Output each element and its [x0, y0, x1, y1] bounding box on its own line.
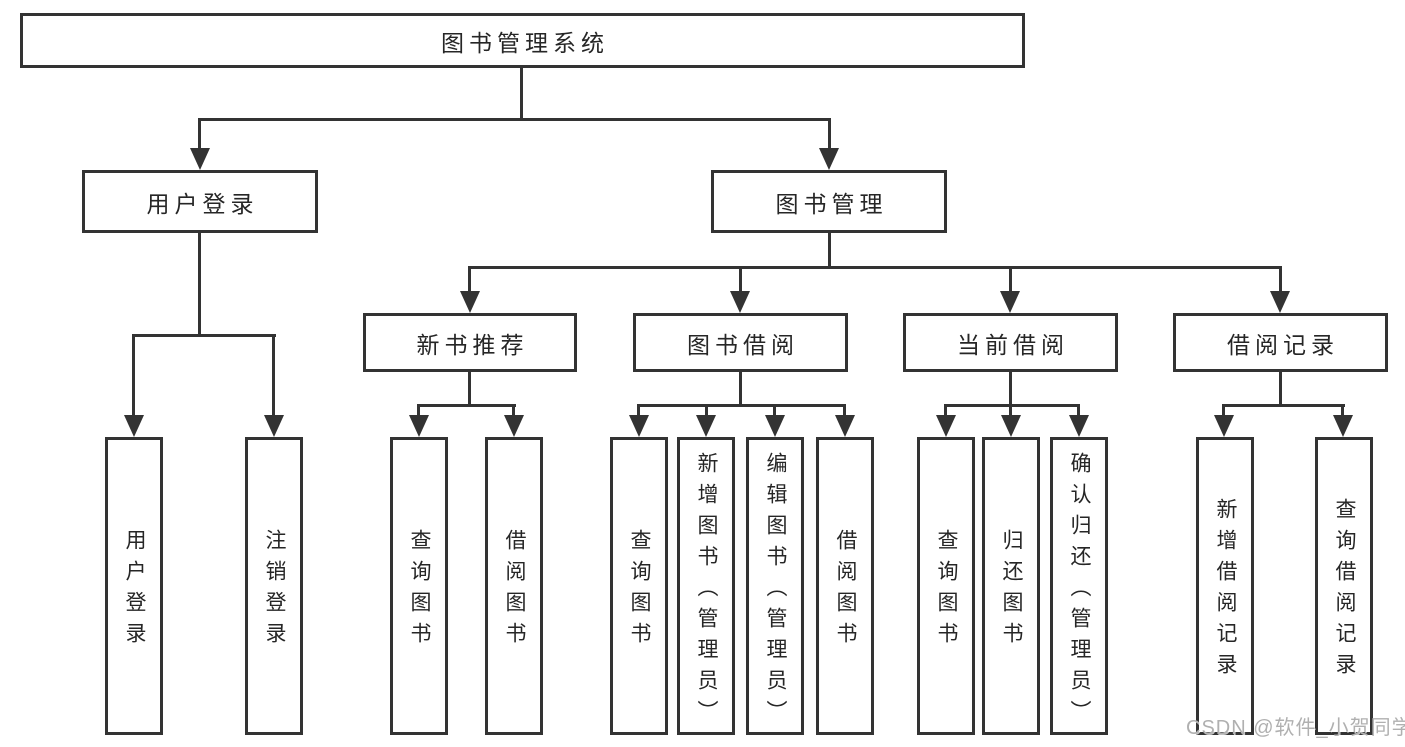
leaf-add-borrow-record-label: 新增借阅记录 [1214, 498, 1237, 684]
node-book-borrow: 图书借阅 [633, 313, 848, 372]
node-book-borrow-label: 图书借阅 [687, 331, 799, 358]
connector-vline [417, 404, 420, 417]
leaf-query-borrow-record: 查询借阅记录 [1315, 437, 1373, 735]
leaf-add-borrow-record: 新增借阅记录 [1196, 437, 1254, 735]
connector-vline [1279, 372, 1282, 407]
leaf-query-books-recommend-label: 查询图书 [408, 529, 431, 653]
leaf-edit-book-admin: 编辑图书（管理员） [746, 437, 804, 735]
connector-vline [1341, 404, 1344, 417]
connector-vline [132, 334, 135, 417]
leaf-query-books-recommend: 查询图书 [390, 437, 448, 735]
arrow-down-icon [409, 415, 429, 437]
leaf-query-books-borrow: 查询图书 [610, 437, 668, 735]
leaf-edit-book-admin-label: 编辑图书（管理员） [764, 451, 787, 731]
connector-vline [739, 372, 742, 407]
arrow-down-icon [730, 291, 750, 313]
leaf-return-book: 归还图书 [982, 437, 1040, 735]
arrow-down-icon [835, 415, 855, 437]
arrow-down-icon [629, 415, 649, 437]
connector-vline [1009, 372, 1012, 407]
leaf-add-book-admin: 新增图书（管理员） [677, 437, 735, 735]
connector-vline [1009, 404, 1012, 417]
node-user-login: 用户登录 [82, 170, 318, 233]
node-current-borrow: 当前借阅 [903, 313, 1118, 372]
connector-vline [198, 233, 201, 337]
connector-vline [944, 404, 947, 417]
connector-vline [828, 118, 831, 150]
connector-vline [1222, 404, 1225, 417]
arrow-down-icon [936, 415, 956, 437]
leaf-user-login-label: 用户登录 [123, 529, 146, 653]
arrow-down-icon [765, 415, 785, 437]
leaf-confirm-return-admin-label: 确认归还（管理员） [1068, 451, 1091, 731]
connector-hline [469, 266, 1282, 269]
arrow-down-icon [1214, 415, 1234, 437]
connector-hline [945, 404, 1080, 407]
connector-vline [272, 334, 275, 417]
leaf-query-borrow-record-label: 查询借阅记录 [1333, 498, 1356, 684]
connector-hline [1223, 404, 1345, 407]
connector-vline [1279, 266, 1282, 293]
arrow-down-icon [1001, 415, 1021, 437]
leaf-query-books-borrow-label: 查询图书 [628, 529, 651, 653]
connector-vline [705, 404, 708, 417]
watermark: CSDN @软件_小贺同学 [1186, 717, 1405, 739]
connector-vline [773, 404, 776, 417]
leaf-return-book-label: 归还图书 [1000, 529, 1023, 653]
leaf-borrow-books-recommend: 借阅图书 [485, 437, 543, 735]
arrow-down-icon [1069, 415, 1089, 437]
connector-vline [512, 404, 515, 417]
arrow-down-icon [1333, 415, 1353, 437]
arrow-down-icon [504, 415, 524, 437]
connector-vline [1077, 404, 1080, 417]
node-book-management: 图书管理 [711, 170, 947, 233]
node-book-management-label: 图书管理 [775, 190, 888, 217]
connector-hline [418, 404, 516, 407]
arrow-down-icon [460, 291, 480, 313]
connector-vline [520, 68, 523, 121]
node-new-book-recommend: 新书推荐 [363, 313, 577, 372]
node-root-label: 图书管理系统 [441, 29, 609, 56]
arrow-down-icon [1270, 291, 1290, 313]
connector-vline [843, 404, 846, 417]
leaf-borrow-books: 借阅图书 [816, 437, 874, 735]
leaf-logout-label: 注销登录 [263, 529, 286, 653]
leaf-borrow-books-label: 借阅图书 [834, 529, 857, 653]
connector-vline [468, 266, 471, 293]
connector-vline [637, 404, 640, 417]
node-root: 图书管理系统 [20, 13, 1025, 68]
leaf-borrow-books-recommend-label: 借阅图书 [503, 529, 526, 653]
leaf-logout: 注销登录 [245, 437, 303, 735]
connector-hline [132, 334, 276, 337]
node-borrow-records: 借阅记录 [1173, 313, 1388, 372]
arrow-down-icon [124, 415, 144, 437]
connector-hline [638, 404, 846, 407]
node-user-login-label: 用户登录 [146, 190, 259, 217]
leaf-add-book-admin-label: 新增图书（管理员） [695, 451, 718, 731]
arrow-down-icon [190, 148, 210, 170]
arrow-down-icon [264, 415, 284, 437]
leaf-confirm-return-admin: 确认归还（管理员） [1050, 437, 1108, 735]
connector-vline [1009, 266, 1012, 293]
node-current-borrow-label: 当前借阅 [957, 331, 1069, 358]
node-borrow-records-label: 借阅记录 [1227, 331, 1339, 358]
connector-vline [828, 233, 831, 269]
leaf-query-books-current-label: 查询图书 [935, 529, 958, 653]
arrow-down-icon [819, 148, 839, 170]
arrow-down-icon [696, 415, 716, 437]
connector-hline [198, 118, 831, 121]
leaf-user-login: 用户登录 [105, 437, 163, 735]
leaf-query-books-current: 查询图书 [917, 437, 975, 735]
connector-vline [198, 118, 201, 150]
connector-vline [468, 372, 471, 407]
arrow-down-icon [1000, 291, 1020, 313]
node-new-book-recommend-label: 新书推荐 [416, 331, 529, 358]
connector-vline [739, 266, 742, 293]
